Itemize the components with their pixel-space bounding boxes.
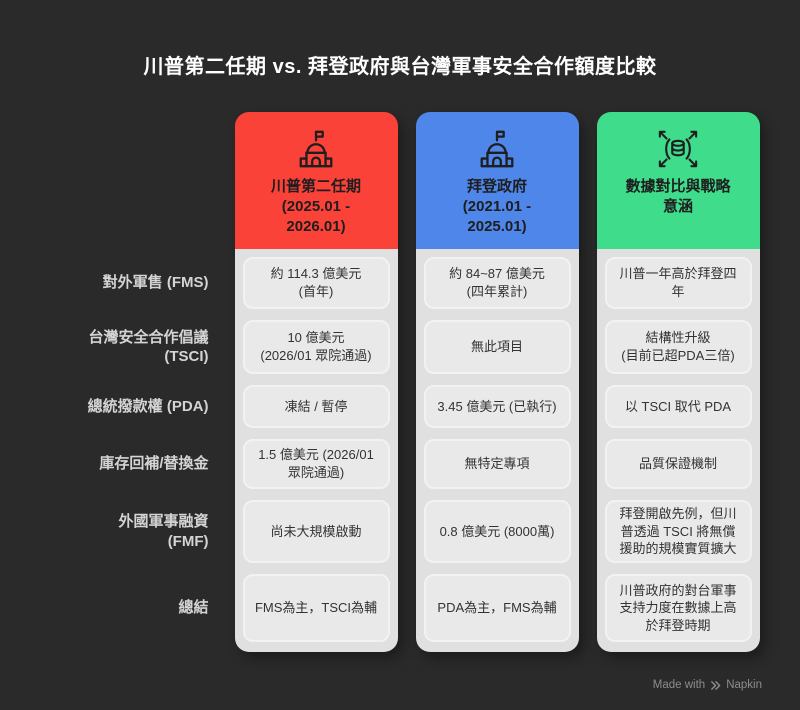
- cell-text: 約 84~87 億美元 (四年累計): [449, 266, 545, 299]
- column-body-insight: 川普一年高於拜登四年 結構性升級 (目前已超PDA三倍) 以 TSCI 取代 P…: [596, 249, 760, 652]
- cell-text: 0.8 億美元 (8000萬): [439, 523, 555, 539]
- table-cell: 拜登開啟先例，但川普透過 TSCI 將無償援助的規模實質擴大: [604, 500, 752, 563]
- table-cell: PDA為主，FMS為輔: [423, 574, 571, 642]
- data-compare-icon: [655, 125, 701, 173]
- row-label-text: 對外軍售 (FMS): [102, 274, 209, 292]
- row-label-text: 總結: [178, 599, 209, 617]
- column-title: 川普第二任期 (2025.01 - 2026.01): [270, 178, 361, 235]
- table-cell: 川普一年高於拜登四年: [604, 257, 752, 309]
- column-header-biden: 拜登政府 (2021.01 - 2025.01): [415, 112, 579, 249]
- table-cell: 以 TSCI 取代 PDA: [604, 385, 752, 428]
- cell-text: 10 億美元 (2026/01 眾院通過): [260, 330, 372, 363]
- cell-text: 以 TSCI 取代 PDA: [624, 398, 732, 414]
- row-label-replenishment: 庫存回補/替換金: [75, 439, 209, 489]
- column-title: 數據對比與戰略意涵: [625, 178, 731, 215]
- cell-text: 約 114.3 億美元 (首年): [270, 266, 362, 299]
- cell-text: 無特定專項: [464, 456, 530, 472]
- cell-text: 1.5 億美元 (2026/01 眾院通過): [258, 447, 374, 480]
- row-label-fms: 對外軍售 (FMS): [75, 257, 209, 309]
- cell-text: FMS為主，TSCI為輔: [254, 600, 378, 616]
- table-cell: 3.45 億美元 (已執行): [423, 385, 571, 428]
- row-label-pda: 總統撥款權 (PDA): [75, 385, 209, 428]
- table-cell: 約 84~87 億美元 (四年累計): [423, 257, 571, 309]
- row-label-text: 外國軍事融資 (FMF): [118, 513, 209, 550]
- row-label-fmf: 外國軍事融資 (FMF): [75, 500, 209, 563]
- table-cell: 川普政府的對台軍事支持力度在數據上高於拜登時期: [604, 574, 752, 642]
- column-title: 拜登政府 (2021.01 - 2025.01): [462, 178, 532, 235]
- cell-text: 拜登開啟先例，但川普透過 TSCI 將無償援助的規模實質擴大: [619, 506, 737, 557]
- cell-text: 凍結 / 暫停: [284, 398, 348, 414]
- table-cell: 尚未大規模啟動: [242, 500, 390, 563]
- cell-text: PDA為主，FMS為輔: [437, 600, 557, 616]
- column-insight: 數據對比與戰略意涵 川普一年高於拜登四年 結構性升級 (目前已超PDA三倍) 以…: [596, 112, 760, 652]
- page-title: 川普第二任期 vs. 拜登政府與台灣軍事安全合作額度比較: [143, 56, 657, 78]
- column-trump: 川普第二任期 (2025.01 - 2026.01) 約 114.3 億美元 (…: [234, 112, 398, 652]
- table-cell: 無此項目: [423, 320, 571, 374]
- cell-text: 結構性升級 (目前已超PDA三倍): [621, 330, 735, 363]
- government-building-icon: [293, 125, 339, 173]
- cell-text: 品質保證機制: [638, 456, 717, 472]
- table-cell: 品質保證機制: [604, 439, 752, 489]
- table-cell: 10 億美元 (2026/01 眾院通過): [242, 320, 390, 374]
- row-label-text: 台灣安全合作倡議 (TSCI): [88, 328, 209, 366]
- column-header-insight: 數據對比與戰略意涵: [596, 112, 760, 249]
- table-cell: 1.5 億美元 (2026/01 眾院通過): [242, 439, 390, 489]
- column-biden: 拜登政府 (2021.01 - 2025.01) 約 84~87 億美元 (四年…: [415, 112, 579, 652]
- attribution-brand: Napkin: [726, 679, 762, 691]
- cell-text: 川普政府的對台軍事支持力度在數據上高於拜登時期: [619, 582, 737, 633]
- table-cell: 結構性升級 (目前已超PDA三倍): [604, 320, 752, 374]
- cell-text: 無此項目: [470, 339, 523, 355]
- attribution-prefix: Made with: [652, 679, 706, 691]
- column-header-trump: 川普第二任期 (2025.01 - 2026.01): [234, 112, 398, 249]
- napkin-logo-icon: [710, 680, 721, 691]
- column-body-biden: 約 84~87 億美元 (四年累計) 無此項目 3.45 億美元 (已執行) 無…: [415, 249, 579, 652]
- napkin-attribution[interactable]: Made with Napkin: [653, 679, 762, 691]
- table-cell: 凍結 / 暫停: [242, 385, 390, 428]
- row-label-text: 庫存回補/替換金: [99, 455, 209, 473]
- cell-text: 川普一年高於拜登四年: [619, 266, 737, 299]
- cell-text: 尚未大規模啟動: [270, 523, 362, 539]
- government-building-icon: [474, 125, 520, 173]
- row-label-tsci: 台灣安全合作倡議 (TSCI): [75, 320, 209, 374]
- table-cell: 0.8 億美元 (8000萬): [423, 500, 571, 563]
- row-label-text: 總統撥款權 (PDA): [87, 397, 209, 415]
- cell-text: 3.45 億美元 (已執行): [437, 398, 557, 414]
- table-cell: FMS為主，TSCI為輔: [242, 574, 390, 642]
- comparison-table: 對外軍售 (FMS) 台灣安全合作倡議 (TSCI) 總統撥款權 (PDA) 庫…: [0, 112, 800, 652]
- table-cell: 約 114.3 億美元 (首年): [242, 257, 390, 309]
- column-body-trump: 約 114.3 億美元 (首年) 10 億美元 (2026/01 眾院通過) 凍…: [234, 249, 398, 652]
- row-labels: 對外軍售 (FMS) 台灣安全合作倡議 (TSCI) 總統撥款權 (PDA) 庫…: [41, 112, 217, 642]
- row-label-summary: 總結: [75, 574, 209, 642]
- table-cell: 無特定專項: [423, 439, 571, 489]
